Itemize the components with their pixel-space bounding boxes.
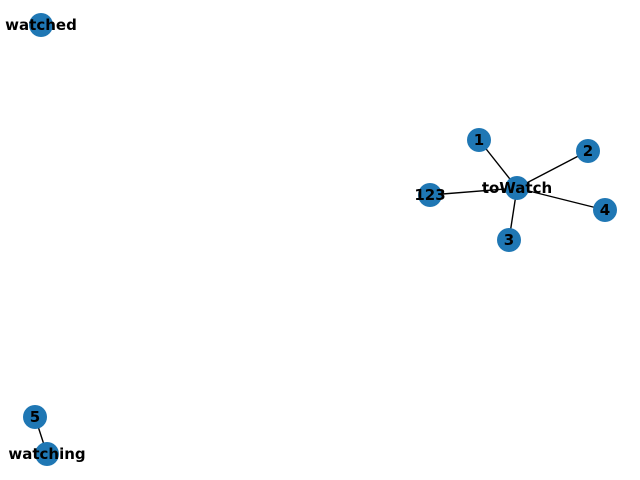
node-watched — [29, 13, 53, 37]
node-1 — [467, 128, 491, 152]
node-5 — [23, 405, 47, 429]
nodes-layer — [23, 13, 617, 466]
node-3 — [497, 228, 521, 252]
node-toWatch — [505, 176, 529, 200]
node-label-watched: watched — [5, 16, 77, 34]
node-label-watching: watching — [8, 445, 85, 463]
node-label-4: 4 — [600, 201, 610, 219]
labels-layer: watched 1 2 toWatch 123 4 3 5 watching — [5, 16, 610, 463]
edge-toWatch-2 — [516, 150, 589, 189]
node-2 — [576, 139, 600, 163]
node-label-123: 123 — [414, 186, 445, 204]
node-label-5: 5 — [30, 408, 40, 426]
node-label-3: 3 — [504, 231, 514, 249]
edge-toWatch-4 — [516, 187, 606, 211]
node-watching — [35, 442, 59, 466]
node-label-1: 1 — [474, 131, 484, 149]
node-4 — [593, 198, 617, 222]
node-label-2: 2 — [583, 142, 593, 160]
node-label-toWatch: toWatch — [482, 179, 552, 197]
node-123 — [418, 183, 442, 207]
edge-toWatch-123 — [429, 187, 518, 196]
